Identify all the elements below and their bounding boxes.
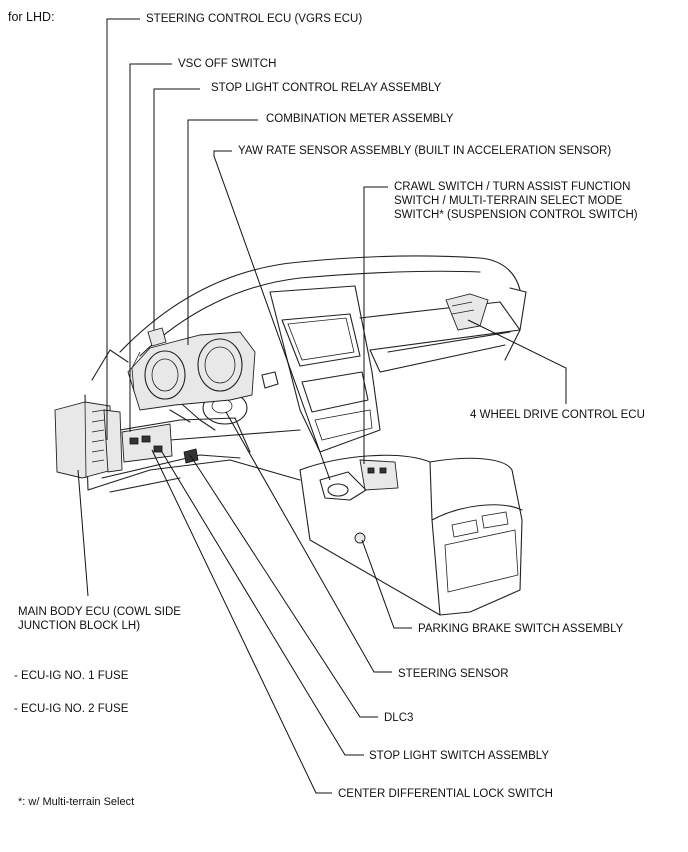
yaw-rate-sensor-label: YAW RATE SENSOR ASSEMBLY (BUILT IN ACCEL… (238, 145, 612, 157)
steering-control-ecu-label: STEERING CONTROL ECU (VGRS ECU) (146, 13, 363, 25)
crawl-switch-label: CRAWL SWITCH / TURN ASSIST FUNCTION SWIT… (394, 181, 638, 221)
ecu-ig-no1-fuse-label: - ECU-IG NO. 1 FUSE (14, 670, 129, 682)
four-wheel-drive-ecu-label: 4 WHEEL DRIVE CONTROL ECU (470, 409, 645, 421)
steering-sensor-label: STEERING SENSOR (398, 668, 509, 680)
dlc3-label: DLC3 (384, 712, 414, 724)
dashboard-illustration (54, 255, 527, 616)
parking-brake-switch-label: PARKING BRAKE SWITCH ASSEMBLY (418, 623, 624, 635)
footnote: *: w/ Multi-terrain Select (18, 796, 135, 808)
vsc-off-switch-label: VSC OFF SWITCH (178, 58, 277, 70)
combination-meter-label: COMBINATION METER ASSEMBLY (266, 113, 454, 125)
leader-lines (77, 18, 567, 794)
stop-light-control-relay-label: STOP LIGHT CONTROL RELAY ASSEMBLY (211, 82, 442, 94)
header-label: for LHD: (8, 10, 55, 24)
main-body-ecu-label: MAIN BODY ECU (COWL SIDE JUNCTION BLOCK … (18, 606, 181, 632)
center-diff-lock-switch-label: CENTER DIFFERENTIAL LOCK SWITCH (338, 788, 553, 800)
ecu-ig-no2-fuse-label: - ECU-IG NO. 2 FUSE (14, 703, 129, 715)
stop-light-switch-label: STOP LIGHT SWITCH ASSEMBLY (369, 750, 550, 762)
